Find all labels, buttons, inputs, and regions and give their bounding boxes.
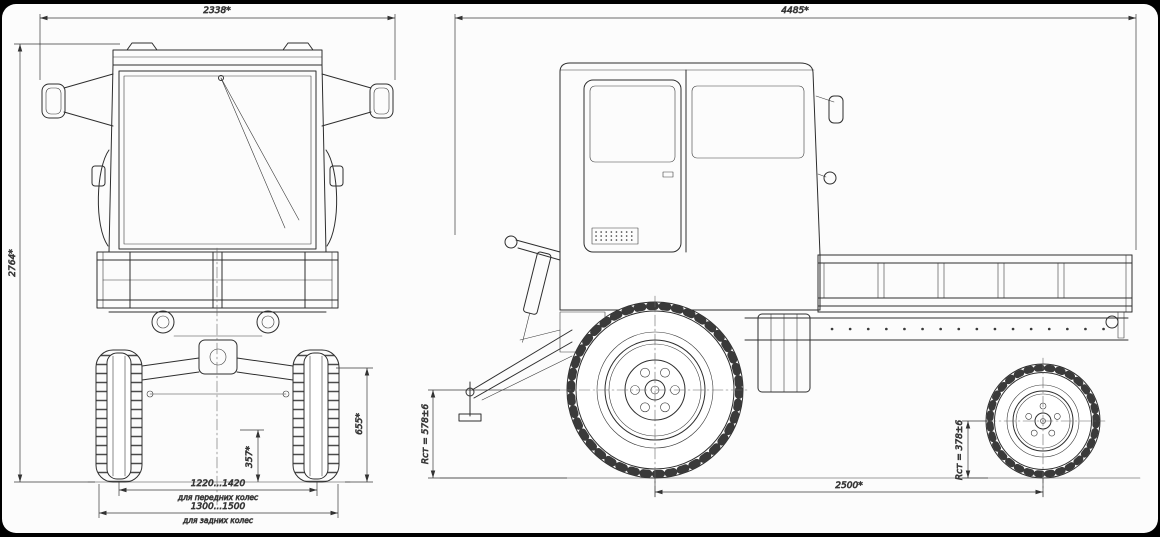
roof <box>112 49 323 66</box>
mirror-right <box>321 73 394 127</box>
door-window <box>589 85 676 163</box>
cab-mirror-side <box>815 95 844 124</box>
dim-357: 357* <box>245 446 255 468</box>
roof-lamp-right <box>282 42 314 51</box>
dim-overall-length: 4485* <box>781 6 809 16</box>
vent-grille <box>591 227 639 245</box>
front-wheel-right <box>292 349 340 483</box>
front-view <box>41 42 394 506</box>
handrail-left <box>97 149 110 247</box>
rear-side-window <box>691 85 805 159</box>
dim-wheelbase: 2500* <box>835 481 863 491</box>
technical-drawing: 2338* 2764* 655* 357* 1220...1420 для пе… <box>8 6 1141 525</box>
dim-front-track-note: для передних колес <box>177 493 259 502</box>
wiper <box>218 75 300 229</box>
front-hitch <box>458 235 573 422</box>
drawing-sheet: 2338* 2764* 655* 357* 1220...1420 для пе… <box>2 4 1158 533</box>
dim-front-wheel-radius: Rст = 578±6 <box>421 404 431 464</box>
dim-rear-track: 1300...1500 <box>191 502 246 512</box>
door-handle <box>662 171 674 178</box>
mirror-left <box>41 73 114 127</box>
platform-front <box>96 251 339 309</box>
side-lamp-right <box>329 165 344 187</box>
cab-side <box>559 62 844 311</box>
dim-front-track: 1220...1420 <box>191 479 246 489</box>
dim-overall-height: 2764* <box>8 249 18 277</box>
dim-rear-track-note: для задних колес <box>182 516 254 525</box>
front-wheel-left <box>95 349 143 483</box>
cargo-bed-side <box>817 254 1133 313</box>
chassis-frame <box>744 311 1129 341</box>
cab-handle-knob <box>817 171 837 185</box>
front-axle-assembly <box>108 310 327 398</box>
mud-flap <box>1117 311 1125 339</box>
cab-door <box>583 79 682 253</box>
front-view-dimensions: 2338* 2764* 655* 357* 1220...1420 для пе… <box>8 6 396 525</box>
dim-rear-wheel-radius: Rст = 378±6 <box>955 420 965 480</box>
handrail-right <box>325 149 338 247</box>
dim-overall-width: 2338* <box>203 6 231 16</box>
dim-655: 655* <box>355 413 365 435</box>
windshield <box>118 70 317 250</box>
side-view <box>439 62 1141 498</box>
roof-lamp-left <box>126 42 158 51</box>
side-view-dimensions: 4485* Rст = 578±6 Rст = 378±6 2500* <box>421 6 1137 497</box>
side-lamp-left <box>91 165 106 187</box>
